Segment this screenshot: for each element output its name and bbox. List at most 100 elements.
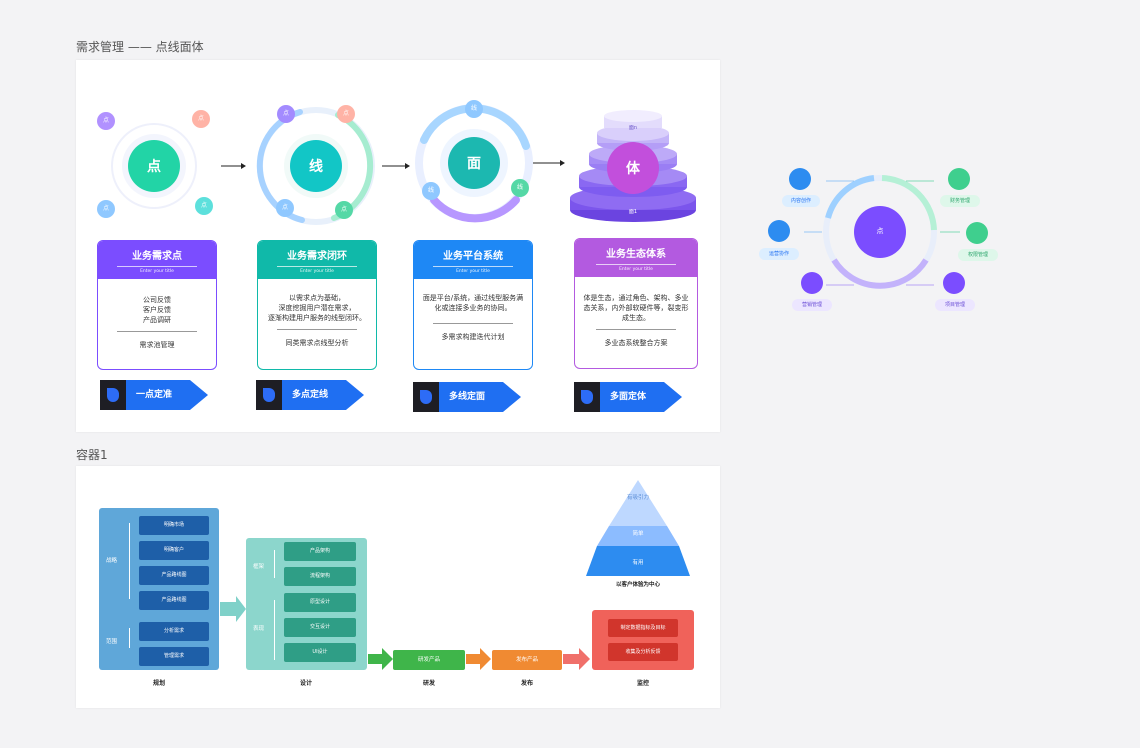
line-node: 线: [422, 182, 440, 200]
card-subtitle: Enter your title: [300, 269, 334, 274]
send-icon[interactable]: [768, 220, 790, 242]
plan-item: 分析需求: [139, 622, 209, 641]
tag-plane[interactable]: 多线定面: [413, 382, 523, 412]
card-body: 公司反馈 客户反馈 产品调研: [143, 296, 171, 324]
plan-group-label: 战略: [106, 558, 118, 564]
card-foot: 需求池管理: [139, 341, 175, 349]
ring-item-ops: 运营协作: [759, 248, 799, 260]
ring-item-finance: 财务管理: [940, 195, 980, 207]
plan-item: 明确市场: [139, 516, 209, 535]
card-title: 业务生态体系: [606, 249, 666, 260]
card-subtitle: Enter your title: [140, 269, 174, 274]
cake-core: [607, 142, 659, 194]
flow-stage-label: 设计: [299, 680, 312, 687]
stage-card-plane: 业务平台系统 Enter your title 面是平台/系统，通过线型服务满 …: [413, 240, 533, 370]
stage-card-body: 业务生态体系 Enter your title 体是生态，通过角色、架构、多业 …: [574, 238, 698, 369]
flow-stage-label: 发布: [520, 680, 533, 687]
flow-arrows: [220, 480, 690, 670]
ring-center-label: 点: [876, 227, 884, 235]
cake-top-label: 面n: [628, 125, 638, 131]
dot-node: 点: [335, 201, 353, 219]
panel-container-1: 战略 范围 明确市场 明确客户 产品路线图 产品路线图 分析需求 管理需求 框架…: [76, 466, 720, 708]
brand-logo-icon: [100, 380, 126, 410]
plan-item: 明确客户: [139, 541, 209, 560]
dot-core: [128, 140, 180, 192]
cake-bottom-label: 面1: [628, 209, 638, 215]
plan-item: 产品路线图: [139, 566, 209, 585]
design-item: 流程架构: [284, 567, 356, 586]
flow-stage-label: 监控: [636, 680, 649, 687]
tag-label: 一点定准: [126, 380, 208, 410]
plan-item: 产品路线图: [139, 591, 209, 610]
dot-node: 点: [276, 199, 294, 217]
pyramid-level-label: 有用: [632, 560, 644, 566]
card-subtitle: Enter your title: [456, 269, 490, 274]
ring-item-permission: 权限管理: [958, 249, 998, 261]
dot-node: 点: [277, 105, 295, 123]
dot-node: 点: [337, 105, 355, 123]
plane-core-label: 面: [467, 156, 481, 172]
design-item: 产品架构: [284, 542, 356, 561]
flow-stage-label: 研发: [422, 680, 435, 687]
pyramid-base: [586, 546, 690, 576]
dot-core-label: 点: [147, 159, 161, 175]
tag-label: 多线定面: [439, 382, 521, 412]
line-core: [290, 140, 342, 192]
design-item: 原型设计: [284, 593, 356, 612]
ring-item-marketing: 营销管理: [792, 299, 832, 311]
monitor-item: 收集及分析反馈: [608, 643, 678, 661]
card-foot: 同类需求点线型分析: [285, 339, 349, 347]
brand-logo-icon: [256, 380, 282, 410]
design-group-label: 表现: [253, 626, 265, 632]
clock-icon[interactable]: [948, 168, 970, 190]
card-title: 业务需求闭环: [287, 251, 347, 262]
card-subtitle: Enter your title: [619, 267, 653, 272]
design-item: 交互设计: [284, 618, 356, 637]
stage-card-dot: 业务需求点 Enter your title 公司反馈 客户反馈 产品调研 需求…: [97, 240, 217, 370]
card-body: 面是平台/系统，通过线型服务满 化或连接多业务的协同。: [422, 294, 524, 312]
grid-icon[interactable]: [943, 272, 965, 294]
line-node: 线: [511, 179, 529, 197]
plan-group-label: 范围: [106, 639, 118, 645]
card-title: 业务平台系统: [443, 251, 503, 262]
ring-diagram: 点 内容创作 运营协作 营销管理 财务管理 权限管理 项目管理: [754, 160, 1004, 320]
pyramid-caption: 以客户体验为中心: [615, 582, 660, 588]
tag-dot[interactable]: 一点定准: [100, 380, 210, 410]
ring-item-content: 内容创作: [782, 195, 820, 207]
pyramid-top: [609, 480, 667, 526]
dot-node: 点: [97, 200, 115, 218]
tag-label: 多面定体: [600, 382, 682, 412]
brand-logo-icon: [413, 382, 439, 412]
dot-node: 点: [192, 110, 210, 128]
ring-item-project: 项目管理: [935, 299, 975, 311]
stage-graphics: [111, 104, 696, 225]
brand-logo-icon: [574, 382, 600, 412]
tag-body[interactable]: 多面定体: [574, 382, 684, 412]
section-title-1: 需求管理 —— 点线面体: [76, 40, 204, 54]
location-icon[interactable]: [801, 272, 823, 294]
pyramid-mid: [597, 526, 679, 546]
panel-point-line: 点 线 面 体 面n 面1 点 点 点 点 点 点 点 点 线 线 线 业务需求…: [76, 60, 720, 432]
plane-ring-bottom: [430, 196, 520, 223]
line-node: 线: [465, 100, 483, 118]
plan-box: 战略 范围 明确市场 明确客户 产品路线图 产品路线图 分析需求 管理需求: [99, 508, 219, 670]
line-core-label: 线: [309, 159, 323, 175]
card-title: 业务需求点: [132, 251, 182, 262]
dot-node: 点: [195, 197, 213, 215]
tag-label: 多点定线: [282, 380, 364, 410]
dot-node: 点: [97, 112, 115, 130]
monitor-box: 制定数据指标及目标 收集及分析反馈: [592, 610, 694, 670]
card-foot: 多需求构建迭代计划: [441, 333, 505, 341]
stage-card-line: 业务需求闭环 Enter your title 以需求点为基础， 深度挖掘用户潜…: [257, 240, 377, 370]
release-box: 发布产品: [492, 650, 562, 670]
card-body: 体是生态，通过角色、架构、多业 态关系，内外部软硬件等，裂变形 成生态。: [583, 294, 689, 322]
plane-core: [448, 137, 500, 189]
monitor-item: 制定数据指标及目标: [608, 619, 678, 637]
plan-item: 管理需求: [139, 647, 209, 666]
pyramid-level-label: 有吸引力: [626, 495, 649, 501]
tag-icon[interactable]: [966, 222, 988, 244]
design-item: UI设计: [284, 643, 356, 662]
tag-line[interactable]: 多点定线: [256, 380, 366, 410]
cake-core-label: 体: [626, 161, 640, 177]
content-icon[interactable]: [789, 168, 811, 190]
